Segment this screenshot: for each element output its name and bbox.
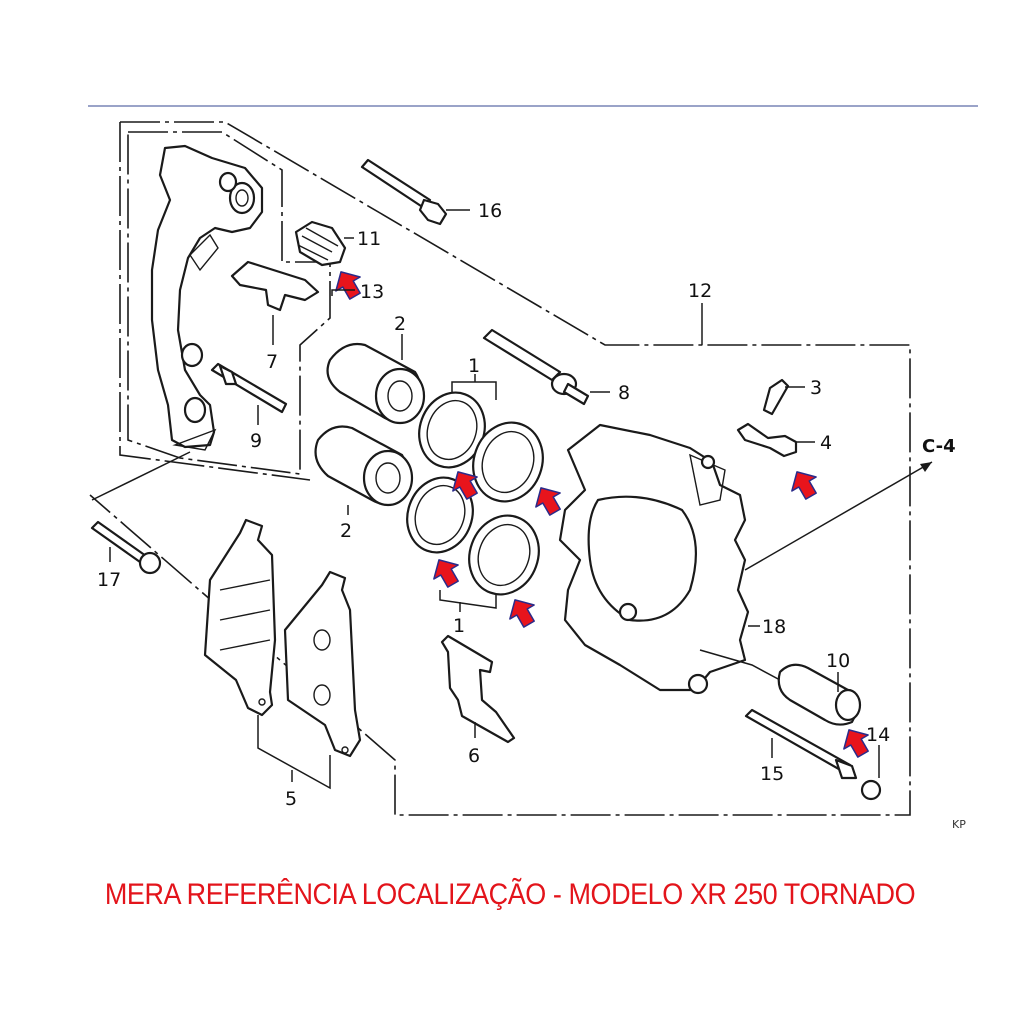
part-4-cap: 4 (736, 422, 832, 458)
label-7: 7 (266, 351, 278, 373)
part-2-piston-bottom: 2 (314, 425, 414, 542)
label-1-top: 1 (468, 355, 480, 377)
label-1-bottom: 1 (453, 615, 465, 637)
drawing-code: KP (952, 818, 966, 831)
part-17-bolt: 17 (90, 520, 162, 591)
highlight-arrow-seal-2 (528, 480, 568, 520)
label-2-top: 2 (394, 313, 406, 335)
part-7-retainer: 7 (230, 260, 320, 373)
label-17: 17 (97, 569, 121, 591)
part-9-bolt: 9 (210, 362, 288, 452)
part-18-caliper-body: 18 (558, 423, 786, 695)
label-14: 14 (866, 724, 890, 746)
highlight-arrow-4 (784, 464, 824, 504)
part-6-pad-spring: 6 (440, 634, 516, 767)
caption: MERA REFERÊNCIA LOCALIZAÇÃO - MODELO XR … (104, 878, 916, 911)
label-11: 11 (357, 228, 381, 250)
part-1-seal-set-top: 1 (418, 355, 544, 503)
highlight-arrow-seal-3 (426, 552, 466, 592)
part-2-piston-top: 2 (326, 313, 426, 425)
bracket-frame-outer (89, 121, 911, 816)
caliper-bracket (150, 144, 264, 451)
part-8-pin-bolt: 8 (482, 328, 630, 406)
label-5: 5 (285, 788, 297, 810)
label-8: 8 (618, 382, 630, 404)
label-9: 9 (250, 430, 262, 452)
part-14-plug: 14 (860, 724, 890, 801)
label-12: 12 (688, 280, 712, 302)
label-16: 16 (478, 200, 502, 222)
label-18: 18 (762, 616, 786, 638)
label-15: 15 (760, 763, 784, 785)
part-15-pad-pin: 15 (744, 708, 858, 785)
header-divider (88, 105, 978, 107)
label-2-bottom: 2 (340, 520, 352, 542)
part-11-boot: 11 (294, 220, 381, 267)
label-3: 3 (810, 377, 822, 399)
label-13: 13 (360, 281, 384, 303)
part-5-brake-pads: 5 (203, 518, 362, 810)
label-6: 6 (468, 745, 480, 767)
part-10-boot: 10 (699, 649, 862, 726)
bracket-frame-inner (127, 131, 331, 475)
c4-arrowhead (920, 462, 932, 472)
part-1-seal-set-bottom: 1 (406, 476, 540, 637)
highlight-arrow-seal-4 (502, 592, 542, 632)
label-10: 10 (826, 650, 850, 672)
part-16-bolt: 16 (360, 158, 502, 226)
label-4: 4 (820, 432, 832, 454)
part-3-bleeder-screw: 3 (762, 377, 822, 416)
cross-reference-c4: C-4 (922, 436, 956, 457)
